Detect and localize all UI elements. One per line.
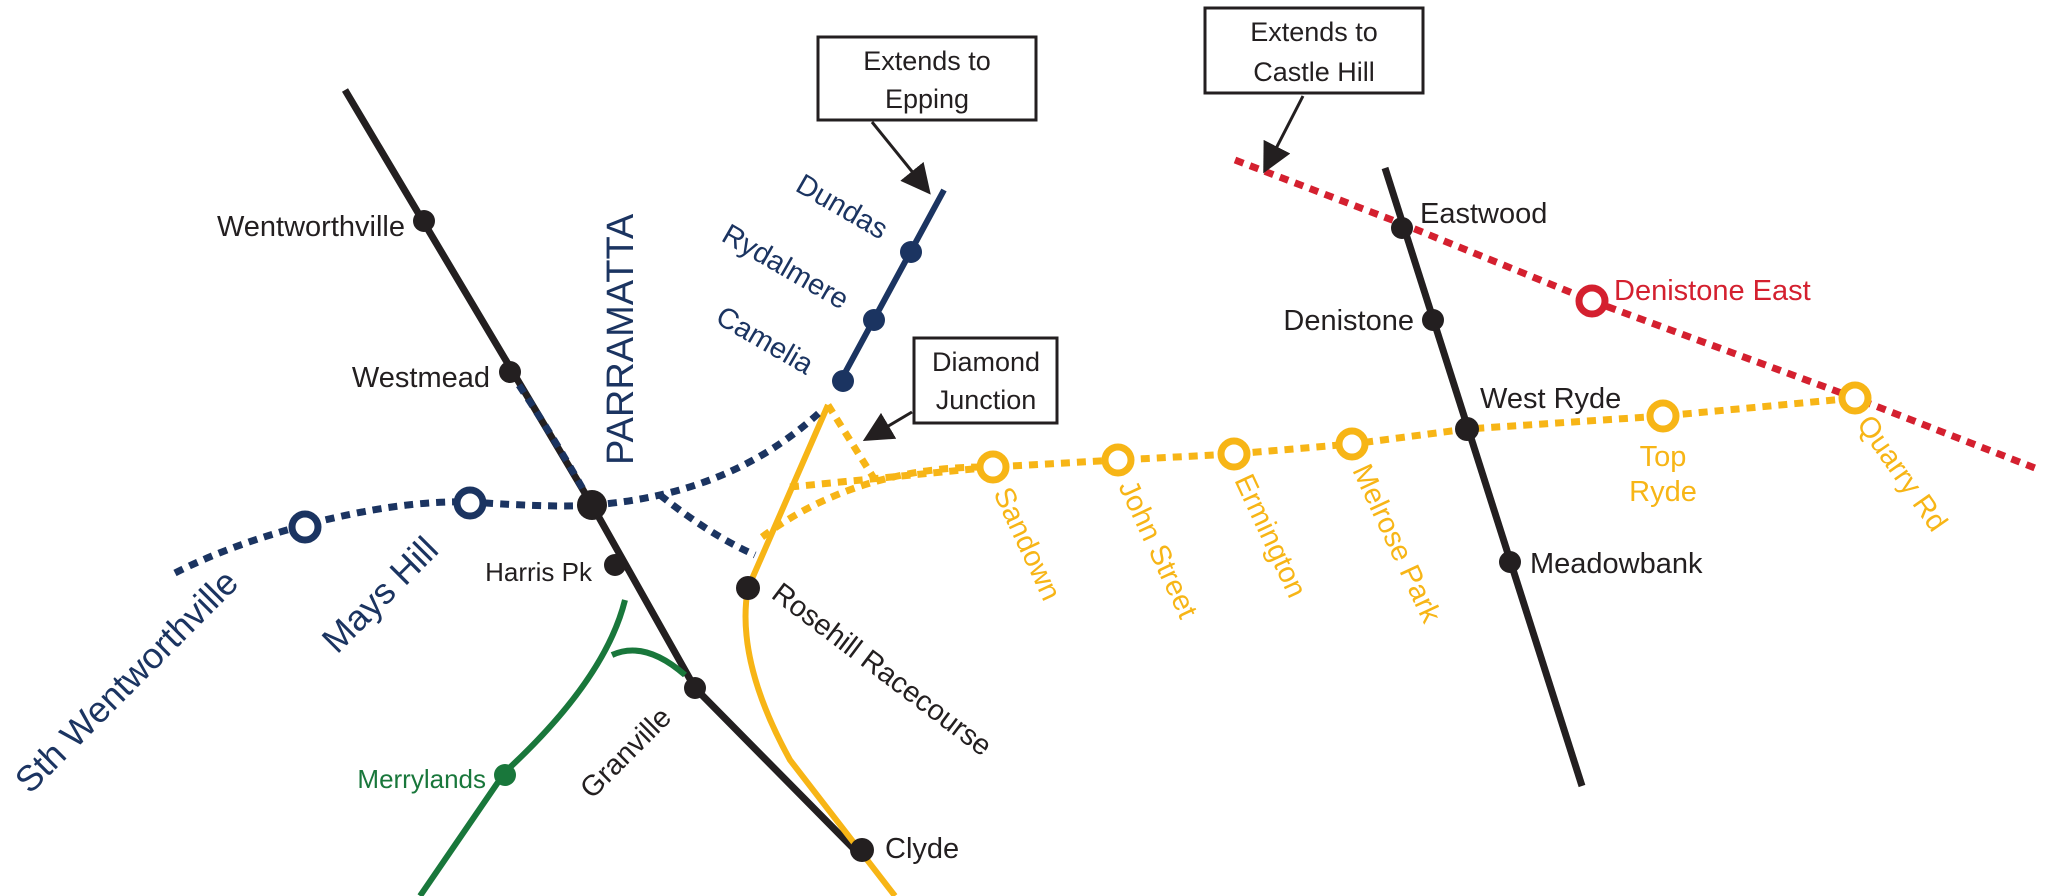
- label-denistone: Denistone: [1283, 305, 1414, 337]
- label-wentworthville: Wentworthville: [217, 211, 405, 243]
- callout-castle-hill: Extends to Castle Hill: [1203, 6, 1425, 174]
- proposed-navy-west: [173, 498, 593, 577]
- station-marker-harris-pk[interactable]: [604, 554, 626, 576]
- label-top-ryde-line1: Top: [1640, 441, 1687, 473]
- callout-epping-line1: Extends to: [863, 46, 991, 76]
- station-marker-sth-wentworthville[interactable]: [288, 510, 322, 544]
- main-western-line: [341, 88, 858, 853]
- proposed-red-line: [1233, 156, 2037, 472]
- label-sandown: Sandown: [987, 482, 1067, 605]
- label-merrylands: Merrylands: [357, 764, 486, 794]
- label-sth-wentworthville: Sth Wentworthville: [7, 561, 246, 800]
- station-marker-west-ryde[interactable]: [1455, 417, 1479, 441]
- station-marker-denistone-east[interactable]: [1575, 284, 1609, 318]
- station-marker-mays-hill[interactable]: [453, 486, 487, 520]
- station-marker-clyde[interactable]: [850, 838, 874, 862]
- label-westmead: Westmead: [352, 362, 490, 394]
- label-ermington: Ermington: [1228, 469, 1313, 602]
- callout-diamond-junction: Diamond Junction: [862, 336, 1059, 442]
- station-marker-sandown[interactable]: [976, 450, 1010, 484]
- callout-castle-hill-line2: Castle Hill: [1253, 57, 1375, 87]
- station-marker-meadowbank[interactable]: [1499, 551, 1521, 573]
- label-parramatta: PARRAMATTA: [600, 213, 642, 465]
- label-clyde: Clyde: [885, 833, 959, 865]
- label-camelia: Camelia: [711, 300, 820, 381]
- callout-diamond-line1: Diamond: [932, 347, 1040, 377]
- label-eastwood: Eastwood: [1420, 198, 1547, 230]
- proposed-yellow-curve: [759, 463, 994, 540]
- merrylands-link: [610, 647, 687, 678]
- label-harris-pk: Harris Pk: [485, 557, 593, 587]
- station-marker-camelia[interactable]: [832, 370, 854, 392]
- station-marker-rosehill[interactable]: [736, 576, 760, 600]
- station-marker-denistone[interactable]: [1422, 309, 1444, 331]
- callout-epping-arrow: [870, 121, 931, 195]
- callout-epping-line2: Epping: [885, 84, 969, 114]
- northern-line: [1381, 166, 1586, 788]
- station-marker-dundas[interactable]: [900, 241, 922, 263]
- station-marker-john-street[interactable]: [1101, 443, 1135, 477]
- proposed-navy-east: [591, 409, 823, 509]
- callout-diamond-arrow: [862, 410, 913, 442]
- station-marker-quarry-rd[interactable]: [1838, 381, 1872, 415]
- label-rydalmere: Rydalmere: [717, 218, 854, 316]
- label-mays-hill: Mays Hill: [314, 528, 446, 660]
- label-granville: Granville: [574, 701, 678, 805]
- station-marker-granville[interactable]: [684, 677, 706, 699]
- proposed-yellow-diamond: [825, 403, 878, 482]
- station-marker-melrose-park[interactable]: [1335, 427, 1369, 461]
- label-meadowbank: Meadowbank: [1530, 548, 1703, 580]
- station-marker-westmead[interactable]: [499, 361, 521, 383]
- station-marker-rydalmere[interactable]: [863, 309, 885, 331]
- station-marker-parramatta[interactable]: [577, 490, 607, 520]
- callout-castle-hill-arrow: [1263, 95, 1305, 174]
- station-marker-merrylands[interactable]: [494, 764, 516, 786]
- carlingford-line: [837, 188, 947, 384]
- proposed-yellow-main: [789, 394, 1856, 491]
- merrylands-line: [417, 599, 628, 896]
- callout-diamond-line2: Junction: [936, 385, 1037, 415]
- callout-castle-hill-line1: Extends to: [1250, 17, 1378, 47]
- station-marker-top-ryde[interactable]: [1646, 399, 1680, 433]
- label-dundas: Dundas: [791, 168, 894, 246]
- proposed-navy-rosehill: [657, 492, 757, 559]
- station-marker-ermington[interactable]: [1217, 437, 1251, 471]
- station-marker-wentworthville[interactable]: [413, 210, 435, 232]
- label-john-street: John Street: [1112, 475, 1204, 623]
- label-rosehill-racecourse: Rosehill Racecourse: [766, 577, 998, 763]
- station-marker-eastwood[interactable]: [1391, 217, 1413, 239]
- callout-epping: Extends to Epping: [816, 35, 1038, 195]
- label-west-ryde: West Ryde: [1480, 383, 1621, 415]
- proposed-navy-westmead: [507, 370, 596, 507]
- label-denistone-east: Denistone East: [1614, 275, 1811, 307]
- label-top-ryde-line2: Ryde: [1629, 476, 1697, 508]
- label-melrose-park: Melrose Park: [1346, 459, 1447, 628]
